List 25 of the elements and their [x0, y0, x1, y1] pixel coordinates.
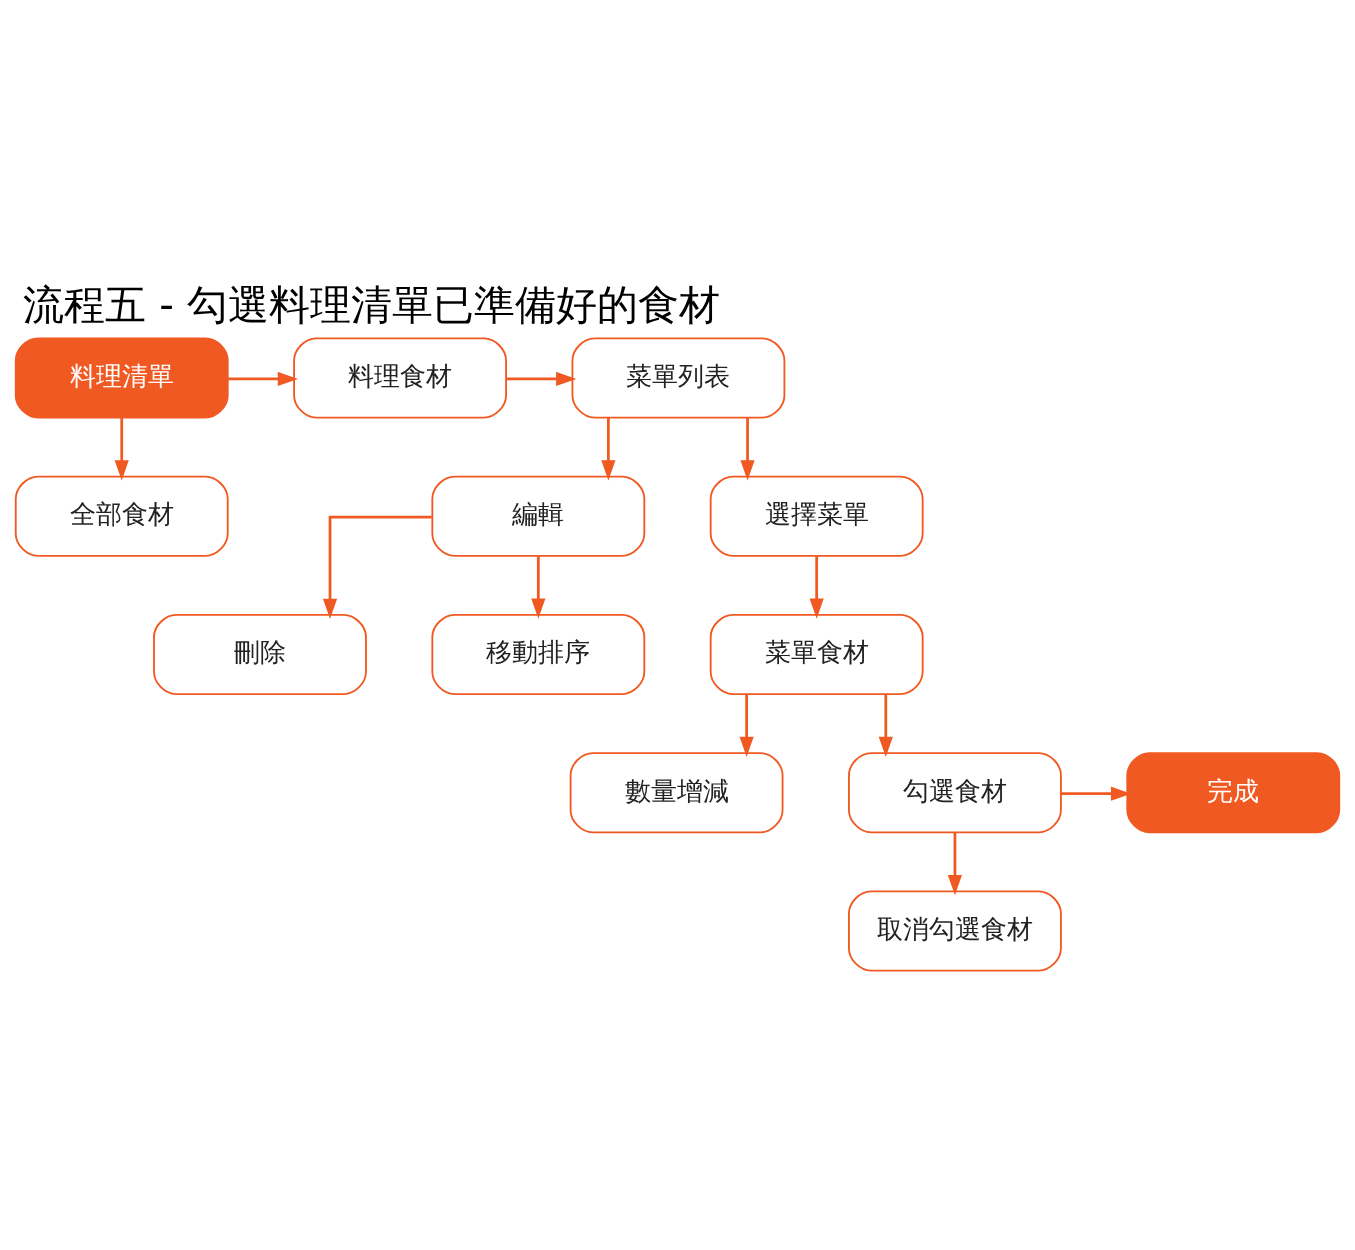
node-box: 料理清單 [14, 337, 229, 419]
diagram-title: 流程五 - 勾選料理清單已準備好的食材 [23, 281, 720, 330]
node-box: 菜單列表 [571, 337, 786, 419]
arrow [227, 371, 299, 387]
arrow [506, 371, 577, 387]
arrow [531, 556, 546, 619]
arrow [809, 556, 824, 619]
arrow [739, 694, 754, 758]
arrow [740, 417, 755, 481]
node-box: 選擇菜單 [709, 475, 924, 557]
node-box: 全部食材 [14, 475, 229, 557]
node-box: 完成 [1126, 752, 1341, 834]
node-box: 料理食材 [293, 337, 507, 419]
arrow [114, 417, 129, 481]
node-box: 取消勾選食材 [848, 890, 1062, 972]
node-box: 勾選食材 [848, 752, 1062, 834]
arrow [601, 417, 616, 481]
node-box: 編輯 [431, 475, 646, 557]
node-box: 數量增減 [569, 752, 784, 834]
node-box: 移動排序 [431, 613, 646, 696]
arrow [322, 515, 432, 619]
arrow [947, 832, 963, 896]
node-box: 刪除 [153, 613, 367, 696]
node-box: 菜單食材 [709, 613, 924, 696]
arrow [878, 694, 893, 758]
